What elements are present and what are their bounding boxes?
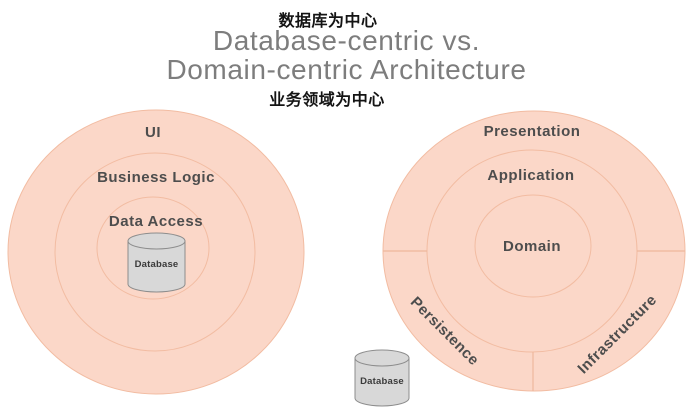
database-cylinder-icon: Database xyxy=(127,232,186,293)
right-label-application: Application xyxy=(487,167,574,184)
cylinder-body xyxy=(127,240,186,293)
database-cylinder-icon: Database xyxy=(354,349,410,407)
page-title-line1: Database-centric vs. xyxy=(212,25,481,56)
left-label-business-logic: Business Logic xyxy=(97,169,215,186)
page-title: Database-centric vs. Domain-centric Arch… xyxy=(0,26,693,84)
right-database-label: Database xyxy=(360,376,404,387)
left-label-data-access: Data Access xyxy=(109,213,203,230)
cylinder-top xyxy=(354,349,410,367)
cylinder-top xyxy=(127,232,186,250)
page-title-line2: Domain-centric Architecture xyxy=(166,54,527,85)
cylinder-body xyxy=(354,357,410,407)
right-inner-ring-domain xyxy=(474,194,592,298)
left-database-label: Database xyxy=(135,259,179,270)
right-label-domain: Domain xyxy=(503,238,561,255)
domain-centric-diagram: Presentation Application Domain Persiste… xyxy=(354,110,686,407)
right-label-presentation: Presentation xyxy=(484,123,581,140)
database-centric-diagram: UI Business Logic Data Access Database xyxy=(7,109,305,395)
left-label-ui: UI xyxy=(145,124,161,141)
subtitle-database-centric-cn: 数据库为中心 xyxy=(278,13,378,30)
subtitle-domain-centric-cn: 业务领域为中心 xyxy=(269,92,385,109)
